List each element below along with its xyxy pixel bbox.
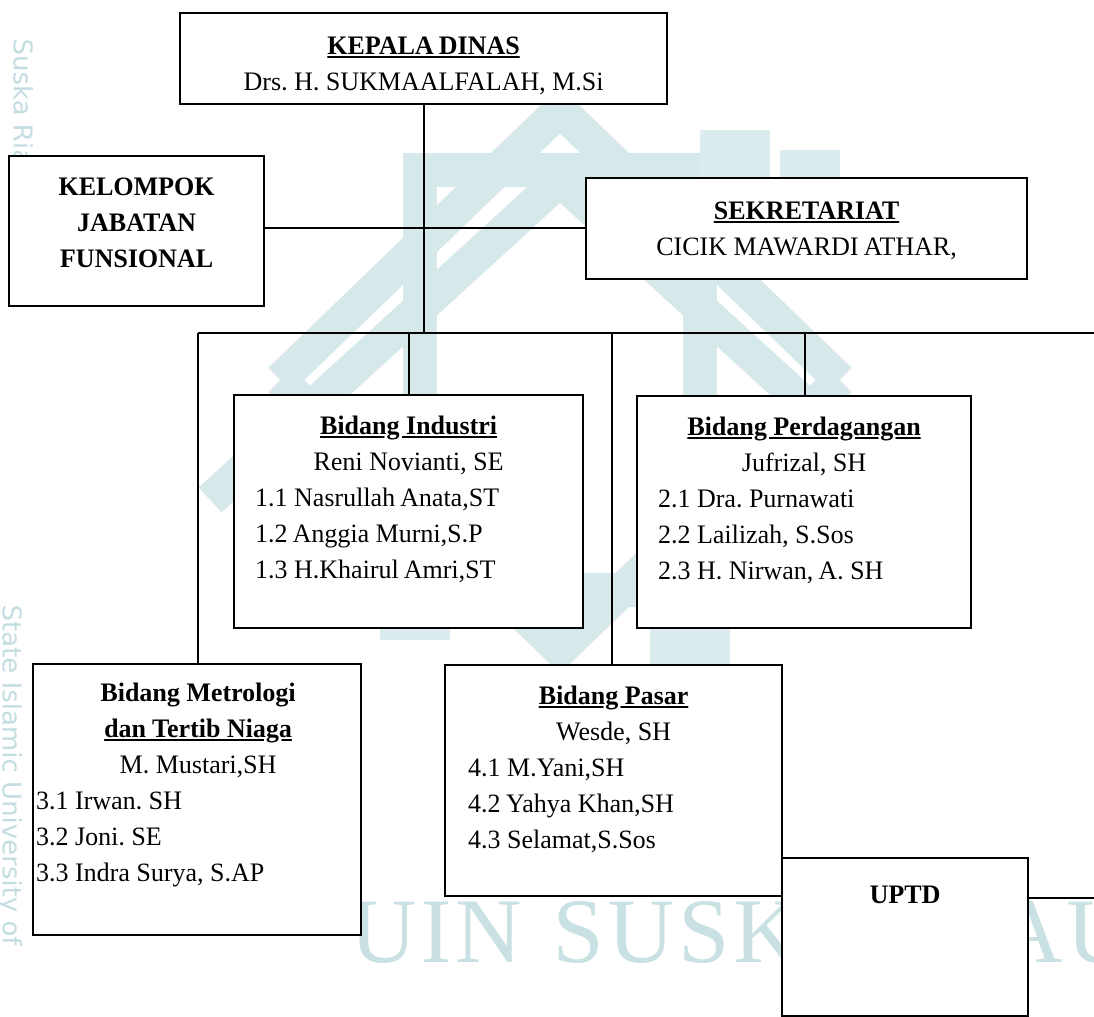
pasar-box: Bidang Pasar Wesde, SH 4.1 M.Yani,SH 4.2… bbox=[444, 664, 783, 897]
industri-member: 1.3 H.Khairul Amri,ST bbox=[255, 555, 496, 584]
industri-member: 1.1 Nasrullah Anata,ST bbox=[255, 483, 500, 512]
head-title: KEPALA DINAS bbox=[327, 31, 520, 60]
pasar-head: Wesde, SH bbox=[556, 717, 671, 746]
secretariat-title: SEKRETARIAT bbox=[713, 196, 900, 225]
perdagangan-member: 2.3 H. Nirwan, A. SH bbox=[658, 556, 884, 585]
functional-group-line3: FUNSIONAL bbox=[59, 244, 214, 273]
functional-group-box: KELOMPOK JABATAN FUNSIONAL bbox=[8, 155, 265, 307]
perdagangan-title: Bidang Perdagangan bbox=[687, 412, 921, 441]
metrologi-member: 3.1 Irwan. SH bbox=[36, 786, 182, 815]
secretariat-name: CICIK MAWARDI ATHAR, bbox=[656, 232, 957, 261]
pasar-member: 4.3 Selamat,S.Sos bbox=[468, 825, 656, 854]
industri-title: Bidang Industri bbox=[319, 411, 498, 440]
head-name: Drs. H. SUKMAALFALAH, M.Si bbox=[243, 67, 604, 96]
metrologi-title-line1: Bidang Metrologi bbox=[100, 678, 296, 707]
industri-member: 1.2 Anggia Murni,S.P bbox=[255, 519, 483, 548]
pasar-title: Bidang Pasar bbox=[538, 681, 689, 710]
perdagangan-member: 2.2 Lailizah, S.Sos bbox=[658, 520, 854, 549]
functional-group-line2: JABATAN bbox=[77, 208, 196, 237]
metrologi-title-line2: dan Tertib Niaga bbox=[104, 714, 292, 743]
metrologi-member: 3.3 Indra Surya, S.AP bbox=[36, 858, 265, 887]
metrologi-member: 3.2 Joni. SE bbox=[36, 822, 162, 851]
perdagangan-member: 2.1 Dra. Purnawati bbox=[658, 484, 855, 513]
metrologi-box: Bidang Metrologi dan Tertib Niaga M. Mus… bbox=[32, 663, 362, 936]
pasar-member: 4.2 Yahya Khan,SH bbox=[468, 789, 674, 818]
uptd-box: UPTD bbox=[781, 857, 1029, 1017]
industri-head: Reni Novianti, SE bbox=[313, 447, 504, 476]
industri-box: Bidang Industri Reni Novianti, SE 1.1 Na… bbox=[233, 394, 584, 629]
functional-group-line1: KELOMPOK bbox=[58, 172, 215, 201]
pasar-member: 4.1 M.Yani,SH bbox=[468, 753, 625, 782]
metrologi-head: M. Mustari,SH bbox=[119, 750, 277, 779]
head-box: KEPALA DINAS Drs. H. SUKMAALFALAH, M.Si bbox=[179, 12, 668, 105]
perdagangan-head: Jufrizal, SH bbox=[741, 448, 867, 477]
secretariat-box: SEKRETARIAT CICIK MAWARDI ATHAR, bbox=[585, 177, 1028, 280]
perdagangan-box: Bidang Perdagangan Jufrizal, SH 2.1 Dra.… bbox=[636, 395, 972, 629]
uptd-title: UPTD bbox=[869, 880, 941, 909]
